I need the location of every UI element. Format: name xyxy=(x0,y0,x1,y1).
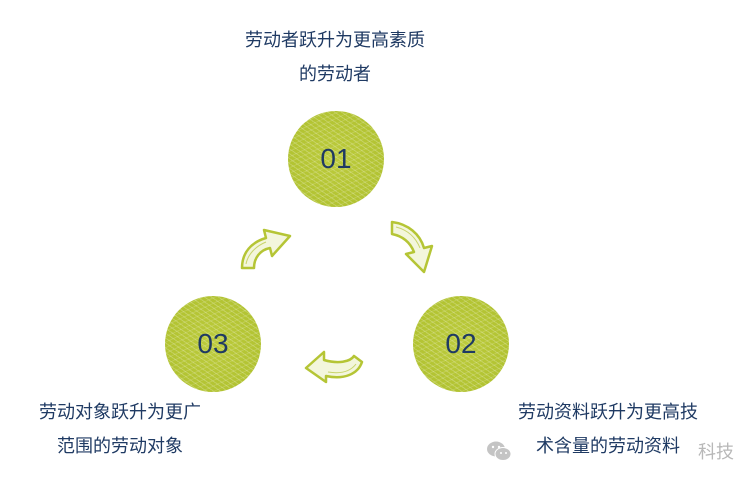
node-01-number: 01 xyxy=(320,143,352,174)
wechat-icon xyxy=(487,441,512,461)
curved-arrow-icon xyxy=(304,350,364,384)
watermark: 科技 xyxy=(486,438,734,464)
node-01-label-line-2: 的劳动者 xyxy=(299,64,371,85)
node-01-circle: 01 xyxy=(288,111,384,207)
curved-arrow-icon xyxy=(240,228,292,270)
node-02-label-line-1: 劳动资料跃升为更高技 xyxy=(518,402,698,423)
node-01-label: 劳动者跃升为更高素质 的劳动者 xyxy=(215,24,455,92)
node-03-label-line-1: 劳动对象跃升为更广 xyxy=(39,402,201,423)
watermark-text: 科技 xyxy=(698,442,734,463)
curved-arrow-icon xyxy=(390,220,434,274)
node-03-circle: 03 xyxy=(165,296,261,392)
node-02-circle: 02 xyxy=(413,296,509,392)
node-03-number: 03 xyxy=(197,328,229,359)
node-02-label: 劳动资料跃升为更高技 术含量的劳动资料 xyxy=(488,396,728,464)
node-03-label: 劳动对象跃升为更广 范围的劳动对象 xyxy=(0,396,240,464)
node-02-number: 02 xyxy=(445,328,477,359)
node-03-label-line-2: 范围的劳动对象 xyxy=(57,436,183,457)
node-02-label-line-2: 术含量的劳动资料 xyxy=(536,436,680,457)
node-01-label-line-1: 劳动者跃升为更高素质 xyxy=(245,30,425,51)
